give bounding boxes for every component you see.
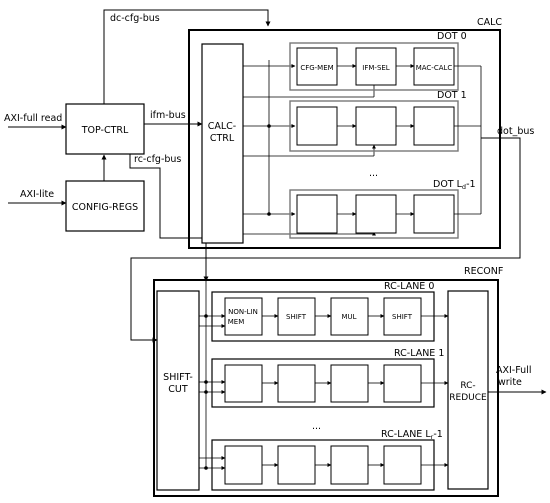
dot-junction-4 [267, 124, 271, 128]
rc-reduce-label-1: RC- [460, 381, 475, 391]
shift-b-label: SHIFT [392, 313, 413, 321]
mul-box [330, 297, 369, 336]
rc-reduce-block: RC- REDUCE [447, 290, 489, 490]
dotl-box-3 [413, 194, 455, 234]
lane1-box-3 [330, 364, 369, 403]
dot-last-label: DOT Ld-1 [433, 179, 476, 191]
rc-lane0-label: RC-LANE 0 [384, 281, 434, 292]
dc-cfg-bus-line [103, 9, 271, 104]
top-ctrl-block: TOP-CTRL [65, 103, 145, 155]
non-lin-mem-box [224, 297, 263, 336]
mul-label: MUL [341, 313, 356, 321]
dotl-box-1 [296, 194, 338, 234]
rc-lane1-label: RC-LANE 1 [394, 348, 444, 359]
rc-lane-1: RC-LANE 1 [211, 348, 444, 408]
dot-bus-line [130, 137, 521, 343]
shift-b-box [383, 297, 422, 336]
dot1-box-1 [296, 106, 338, 146]
lane1-box-2 [277, 364, 316, 403]
non-lin-label-2: MEM [228, 318, 245, 326]
reconf-label: RECONF [464, 266, 503, 277]
lanel-box-4 [383, 445, 422, 485]
top-ctrl-label: TOP-CTRL [81, 125, 129, 136]
rc-lane-last-suffix: -1 [433, 429, 442, 440]
dot-bus-label: dot_bus [497, 126, 534, 137]
dot-last: DOT Ld-1 [289, 179, 476, 239]
axi-full-write-label-2: write [498, 377, 522, 388]
ifm-sel-label: IFM-SEL [362, 64, 390, 72]
cfg-mem-label: CFG-MEM [300, 64, 333, 72]
dotl-box-2 [355, 194, 397, 234]
junction-dots [204, 124, 271, 470]
rc-ellipsis: ... [312, 421, 321, 432]
ifm-bus-label: ifm-bus [150, 110, 186, 121]
rc-cfg-bus-line [129, 154, 209, 282]
lanel-box-2 [277, 445, 316, 485]
dot-ellipsis: ... [369, 168, 378, 179]
dot-junction-2 [204, 390, 208, 394]
dot0-label: DOT 0 [437, 31, 467, 42]
lanel-box-1 [224, 445, 263, 485]
mac-calc-label: MAC-CALC [416, 64, 453, 72]
rc-lane-last-label: RC-LANE Lr-1 [381, 429, 443, 441]
reconf-wiring [199, 281, 449, 470]
mac-calc-box [413, 47, 455, 86]
rc-reduce-label-2: REDUCE [449, 393, 487, 403]
dot-junction-1 [204, 380, 208, 384]
dot-1: DOT 1 [289, 90, 467, 152]
rc-lane-last: RC-LANE Lr-1 [211, 429, 443, 491]
shift-cut-label-2: CUT [168, 384, 188, 395]
dc-cfg-bus-label: dc-cfg-bus [110, 13, 160, 24]
rc-lane-last-prefix: RC-LANE L [381, 429, 431, 440]
calc-ctrl-block: CALC- CTRL [201, 43, 244, 244]
dot-last-sub: d [462, 183, 466, 191]
reconf-block: RECONF [153, 266, 503, 497]
config-regs-label: CONFIG-REGS [72, 202, 138, 213]
calc-block: CALC [188, 17, 502, 249]
lane1-box-1 [224, 364, 263, 403]
calc-ctrl-label-2: CTRL [210, 133, 235, 144]
axi-full-write-label-1: AXI-Full [496, 365, 531, 376]
shift-cut-label-1: SHIFT- [163, 372, 193, 383]
bus-lines [8, 9, 547, 395]
dot-last-suffix: -1 [466, 179, 475, 190]
dot-junction-3 [204, 466, 208, 470]
axi-lite-label: AXI-lite [20, 189, 54, 200]
dot-arrows [337, 64, 481, 216]
calc-ctrl-label-1: CALC- [208, 121, 237, 132]
non-lin-label-1: NON-LIN [228, 308, 258, 316]
dot-junction-0 [204, 314, 208, 318]
dot-0: DOT 0 CFG-MEM IFM-SEL MAC-CALC [289, 31, 467, 91]
dot1-box-2 [355, 106, 397, 146]
shift-cut-block: SHIFT- CUT [156, 290, 200, 491]
cfg-mem-box [296, 47, 338, 86]
shift-a-label: SHIFT [286, 313, 307, 321]
lane1-box-4 [383, 364, 422, 403]
rc-lane-0: RC-LANE 0 NON-LIN MEM SHIFT MUL SHIFT [211, 281, 435, 342]
config-regs-block: CONFIG-REGS [65, 180, 145, 232]
axi-full-read-label: AXI-full read [4, 113, 62, 124]
rc-lane-last-sub: r [431, 433, 434, 441]
dot-last-prefix: DOT L [433, 179, 463, 190]
dot-junction-5 [267, 212, 271, 216]
shift-a-box [277, 297, 316, 336]
dot1-label: DOT 1 [437, 90, 467, 101]
lanel-box-3 [330, 445, 369, 485]
calc-label: CALC [477, 17, 502, 28]
rc-cfg-bus-label: rc-cfg-bus [134, 154, 181, 165]
dot1-box-3 [413, 106, 455, 146]
